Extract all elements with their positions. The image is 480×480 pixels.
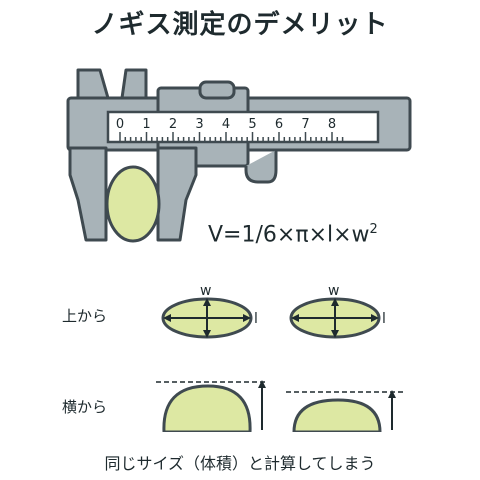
caliper-scale-ticks: 0 1 2 3 4 5 6 7 8	[116, 117, 344, 142]
page-title: ノギス測定のデメリット	[91, 10, 389, 40]
caption: 同じサイズ（体積）と計算してしまう	[104, 454, 376, 473]
volume-formula-exponent: 2	[369, 222, 378, 237]
caliper-slider-upper-jaw	[120, 68, 148, 100]
top-view-l-label-1: l	[254, 311, 258, 327]
caliper-thumb-wheel	[244, 150, 278, 184]
side-view-egg-1	[162, 384, 252, 432]
scale-tick-label: 0	[116, 117, 124, 132]
scale-tick-label: 5	[248, 117, 256, 132]
top-view-w-label-2: w	[328, 283, 339, 299]
caliper-lock-screw	[198, 80, 236, 100]
top-view-l-label-2: l	[382, 311, 386, 327]
caliper-scale-window	[106, 110, 380, 144]
volume-formula: V=1/6×π×l×w2	[208, 222, 378, 247]
scale-tick-label: 8	[328, 117, 336, 132]
scale-tick-label: 6	[275, 117, 283, 132]
scale-tick-label: 4	[222, 117, 230, 132]
side-view-label: 横から	[62, 398, 108, 416]
caliper-egg	[105, 165, 161, 243]
scale-tick-label: 3	[195, 117, 203, 132]
caliper-slider-lower-jaw	[156, 146, 198, 242]
side-view-group	[156, 380, 404, 432]
top-view-label: 上から	[62, 307, 108, 325]
scale-tick-label: 7	[301, 117, 309, 132]
scale-tick-label: 1	[142, 117, 150, 132]
top-view-w-label-1: w	[200, 283, 211, 299]
caliper-fixed-jaw	[68, 146, 108, 242]
side-view-egg-2	[292, 398, 382, 432]
top-view-egg-1	[161, 297, 253, 339]
top-view-egg-2	[289, 297, 381, 339]
scale-tick-label: 2	[169, 117, 177, 132]
volume-formula-text: V=1/6×π×l×w	[208, 222, 370, 248]
caliper-fixed-upper-jaw	[76, 68, 110, 100]
